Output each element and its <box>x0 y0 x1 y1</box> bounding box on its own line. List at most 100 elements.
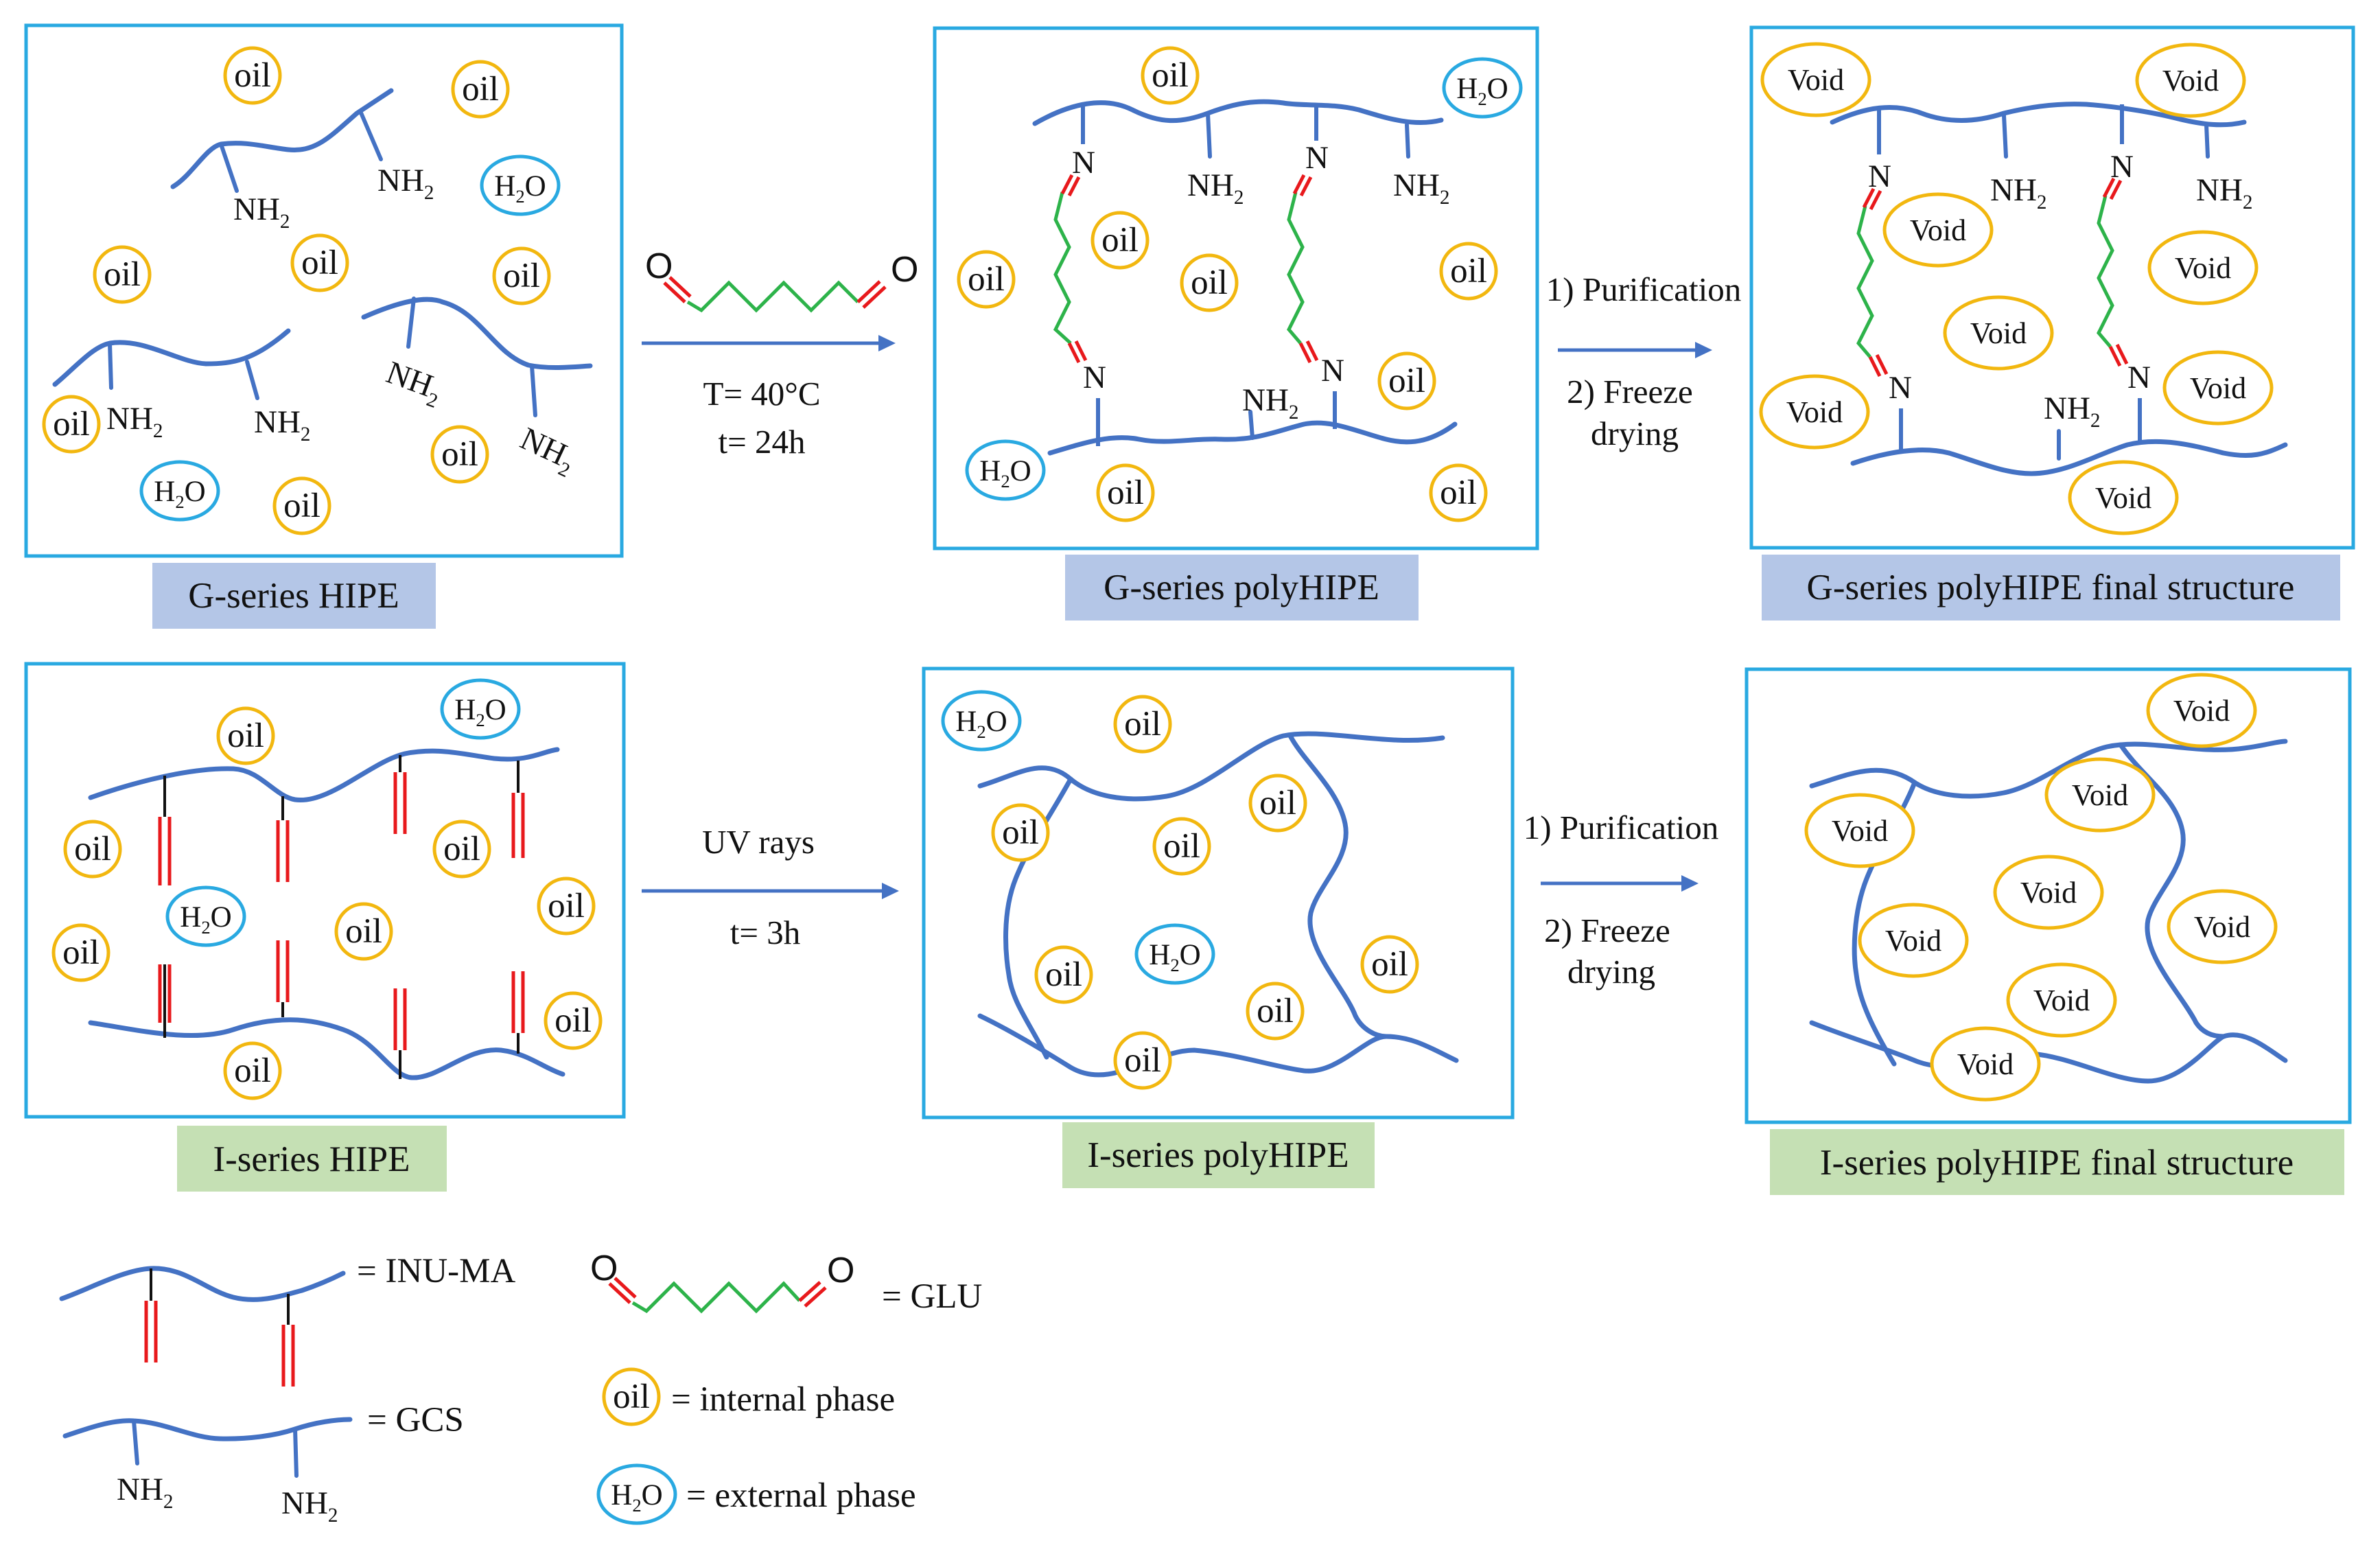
legend-glu-label: = GLU <box>882 1277 982 1316</box>
glu-linker <box>2097 195 2114 348</box>
panel-g-hipe-frame <box>24 23 624 558</box>
water-droplet <box>1442 57 1523 119</box>
label-g-hipe-text: G-series HIPE <box>188 576 399 616</box>
arrow-i-workup <box>1541 875 1699 892</box>
imine-crosslinks <box>1053 103 2142 453</box>
amine-stub <box>530 364 537 417</box>
glu-linker <box>1287 192 1305 345</box>
oil-droplet <box>537 877 596 936</box>
void <box>1882 192 1994 268</box>
ma-pendant <box>511 761 525 858</box>
oil-label: oil <box>441 435 478 474</box>
void-label: Void <box>2033 984 2090 1017</box>
arrow-g-reaction <box>642 335 896 351</box>
panel-g-final-frame <box>1749 25 2355 550</box>
gcs-chain <box>170 88 394 189</box>
panel-i-polyhipe-frame <box>922 666 1515 1120</box>
carbonyl-double-bond <box>668 276 692 298</box>
amine-label: NH2 <box>513 421 581 482</box>
void <box>2162 350 2274 426</box>
oil-droplet <box>1096 463 1155 522</box>
imine-double-bond <box>2109 179 2123 200</box>
network-strand <box>977 731 1445 802</box>
oil-droplet <box>334 902 393 961</box>
imine-n-label: N <box>1321 353 1344 388</box>
label-i-polyhipe-bg <box>1062 1122 1375 1188</box>
water-label: H2O <box>154 476 205 512</box>
arrow-i-reaction <box>642 883 899 899</box>
oil-droplet <box>223 46 282 105</box>
void <box>2135 43 2246 118</box>
amine-stub <box>219 142 239 193</box>
water-label: H2O <box>180 901 231 938</box>
carbonyl-oxygen: O <box>645 246 673 286</box>
g-workup-step2: 2) Freeze <box>1567 373 1693 410</box>
oil-label: oil <box>555 1001 592 1040</box>
panel-frames <box>24 23 2355 1124</box>
amine-stub <box>406 297 416 349</box>
legend-water-droplet <box>596 1463 677 1525</box>
imine-double-bond <box>2108 345 2122 367</box>
amine-stubs <box>108 109 2210 1478</box>
i-workup-step1: 1) Purification <box>1524 809 1718 846</box>
oil-droplet <box>1141 46 1200 105</box>
void <box>2006 962 2117 1038</box>
amine-stub <box>1405 123 1410 159</box>
oil-label: oil <box>227 717 264 755</box>
void-label: Void <box>1970 316 2027 350</box>
panel-i-final-frame <box>1745 667 2352 1124</box>
label-i-polyhipe-text: I-series polyHIPE <box>1087 1135 1349 1175</box>
ma-pendant <box>393 988 407 1079</box>
water-label: H2O <box>1149 939 1200 975</box>
label-g-final-text: G-series polyHIPE final structure <box>1807 568 2295 607</box>
oil-droplet <box>991 803 1050 862</box>
oil-droplet <box>1377 351 1436 410</box>
amine-labels: NH2 NH2 NH2 NH2 NH2 NH2 NH2 NH2 NH2 NH2 … <box>106 163 2252 1527</box>
void-label: Void <box>1910 213 1966 247</box>
imine-double-bond <box>1298 342 1312 364</box>
void-label: Void <box>2175 251 2231 285</box>
label-i-hipe: I-series HIPE <box>177 1126 447 1192</box>
water-droplet <box>941 690 1022 752</box>
oil-label: oil <box>1163 827 1200 866</box>
legend-oil-label: oil <box>613 1378 650 1416</box>
imine-double-bond <box>1074 340 1088 362</box>
oil-droplet <box>432 820 491 879</box>
network-strand <box>1809 739 2288 799</box>
oil-droplet <box>1248 774 1307 833</box>
oil-droplet <box>1360 935 1419 994</box>
imine-n-labels: N N N N N N N N <box>1072 140 2151 406</box>
oil-label: oil <box>53 405 90 443</box>
oil-label: oil <box>1124 1041 1161 1080</box>
oil-droplet <box>1034 945 1093 1004</box>
oil-label: oil <box>462 70 499 108</box>
oil-droplet <box>1246 982 1305 1041</box>
amine-label: NH2 <box>1187 167 1244 209</box>
polymer-chains <box>52 88 2288 1441</box>
gcs-chain-lower <box>1850 439 2288 476</box>
carbonyl-double-bond <box>862 286 887 309</box>
oil-label: oil <box>234 1052 271 1090</box>
label-g-final: G-series polyHIPE final structure <box>1762 555 2340 621</box>
i-reaction-agent: UV rays <box>702 823 815 861</box>
g-reaction-time: t= 24h <box>719 423 806 461</box>
legend-internal-phase-label: = internal phase <box>671 1380 895 1419</box>
gcs-chain-upper <box>1830 102 2247 128</box>
water-label: H2O <box>454 694 506 730</box>
oil-droplet <box>42 395 101 454</box>
oil-droplets <box>42 46 1498 1426</box>
imine-double-bond <box>1305 340 1319 362</box>
inu-ma-chain-upper <box>88 747 560 802</box>
legend-ma-pendant <box>144 1268 158 1362</box>
water-label: H2O <box>979 455 1031 491</box>
legend-inu-ma-chain <box>59 1266 346 1302</box>
carbonyl-oxygen: O <box>827 1251 854 1290</box>
oil-droplet <box>1113 1031 1172 1090</box>
ma-pendant <box>158 964 172 1038</box>
label-g-hipe-bg <box>152 563 436 629</box>
arrows <box>642 335 1712 899</box>
g-workup-step2-cont: drying <box>1591 415 1679 452</box>
imine-double-bond <box>1067 342 1081 364</box>
void <box>2068 460 2179 535</box>
oil-label: oil <box>1440 474 1477 512</box>
